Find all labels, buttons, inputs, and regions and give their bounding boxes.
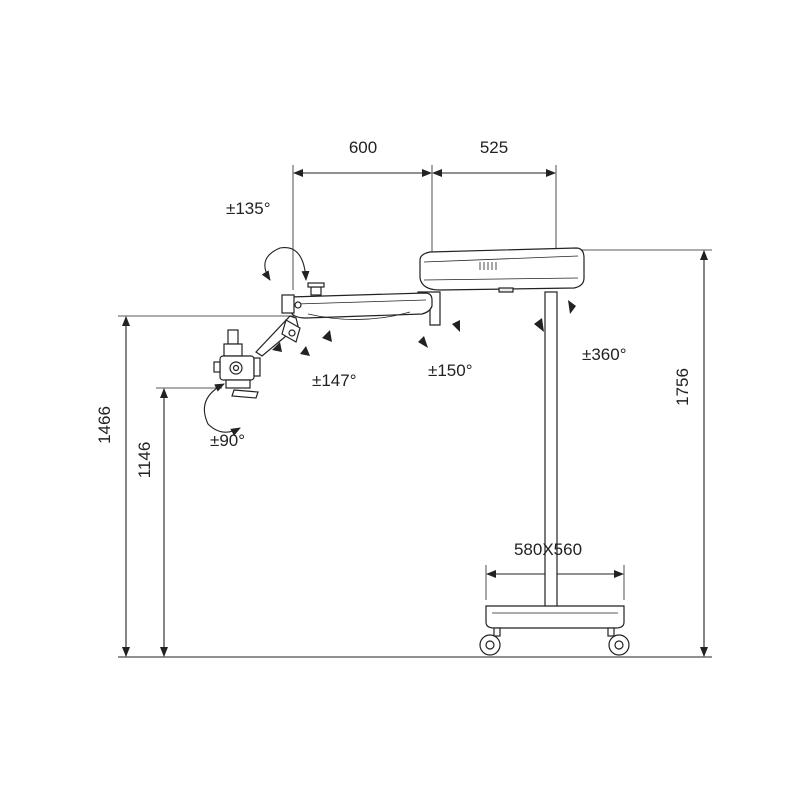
caster-right	[607, 627, 630, 656]
label-optics-height: 1146	[135, 442, 154, 479]
caster-left	[479, 627, 501, 656]
stand-base	[485, 605, 625, 629]
label-rotation-147: ±147°	[312, 371, 357, 390]
microscope-stand	[213, 247, 630, 656]
label-head-offset: 525	[480, 138, 508, 157]
label-total-height: 1756	[673, 368, 692, 406]
label-rotation-90: ±90°	[210, 431, 245, 450]
label-rotation-135: ±135°	[226, 199, 271, 218]
stand-column	[544, 291, 558, 611]
label-base-size: 580X560	[514, 540, 582, 559]
label-pivot-height: 1466	[95, 406, 114, 444]
label-rotation-360: ±360°	[582, 345, 627, 364]
arc-135	[261, 247, 310, 281]
pivot-block	[281, 294, 295, 314]
label-arm-reach: 600	[349, 138, 377, 157]
arm-knob	[310, 286, 322, 296]
head-vents	[479, 262, 497, 270]
horizontal-arm	[289, 292, 433, 319]
labels: 600 525 580X560 1466 1146 1756 ±135° ±14…	[95, 138, 692, 559]
label-rotation-150: ±150°	[428, 361, 473, 380]
arc-90	[203, 383, 241, 436]
head-housing	[419, 247, 585, 291]
dimension-lines	[118, 165, 712, 658]
optics-handle	[231, 389, 259, 399]
rotation-indicators	[203, 247, 576, 436]
